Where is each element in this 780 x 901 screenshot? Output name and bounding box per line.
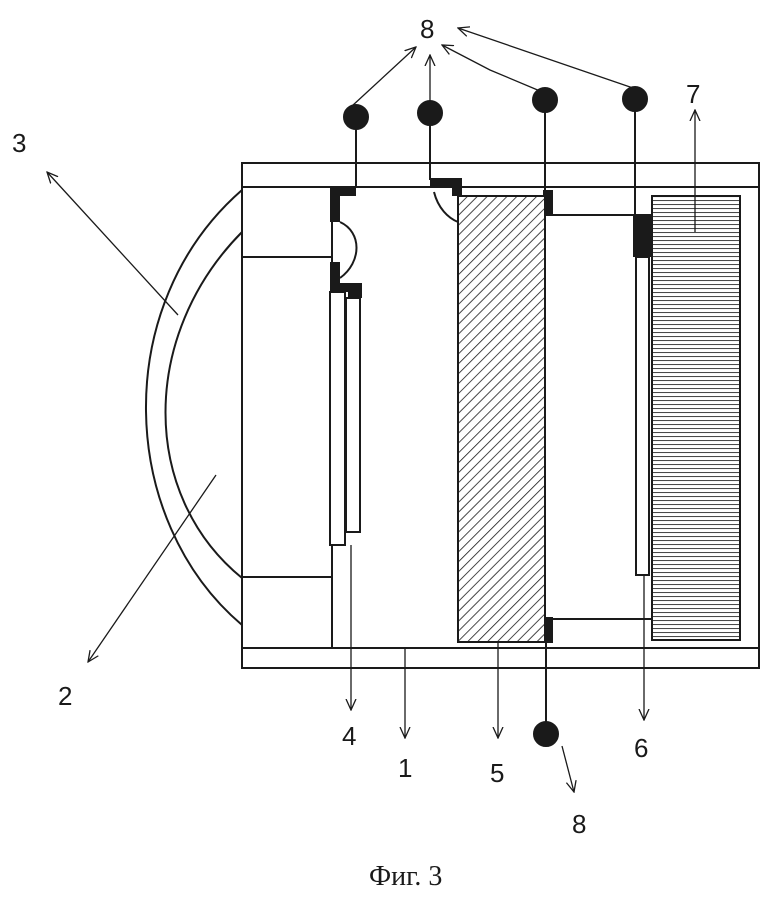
label-8-top: 8 [420, 14, 434, 44]
arrow-3 [47, 172, 178, 315]
upper-mount-block [242, 187, 332, 257]
arrow-2 [88, 475, 216, 662]
dome-element [146, 190, 242, 625]
dome-outer-arc [146, 190, 242, 625]
arrow-8-e [562, 746, 574, 792]
electrode-plates [330, 292, 360, 545]
terminal-ball-5 [534, 722, 558, 746]
terminal-ball-2 [418, 101, 442, 125]
dome-inner-arc [166, 232, 243, 578]
plate-outer [330, 292, 345, 545]
lower-mount-block [242, 577, 332, 648]
label-3: 3 [12, 128, 26, 158]
upper-meniscus [340, 222, 357, 278]
label-6: 6 [634, 733, 648, 763]
leader-arrows [47, 28, 695, 792]
corner-meniscus [434, 192, 458, 222]
arrow-8-c [442, 45, 540, 91]
label-7: 7 [686, 79, 700, 109]
terminal-ball-3 [533, 88, 557, 112]
element-7-hatched [652, 196, 740, 640]
contact-6 [633, 215, 651, 257]
contact-upper-left [330, 187, 356, 222]
label-2: 2 [58, 681, 72, 711]
plate-6 [636, 257, 649, 575]
terminal-ball-4 [623, 87, 647, 111]
plate-inner [346, 298, 360, 532]
terminal-ball-1 [344, 105, 368, 129]
label-1: 1 [398, 753, 412, 783]
label-5: 5 [490, 758, 504, 788]
figure-caption: Фиг. 3 [369, 861, 442, 892]
mount-blocks [242, 187, 332, 648]
label-8-bottom: 8 [572, 809, 586, 839]
arrow-8-d [458, 28, 633, 88]
arrow-8-a [352, 47, 416, 106]
element-5-hatched [458, 196, 545, 642]
label-4: 4 [342, 721, 356, 751]
